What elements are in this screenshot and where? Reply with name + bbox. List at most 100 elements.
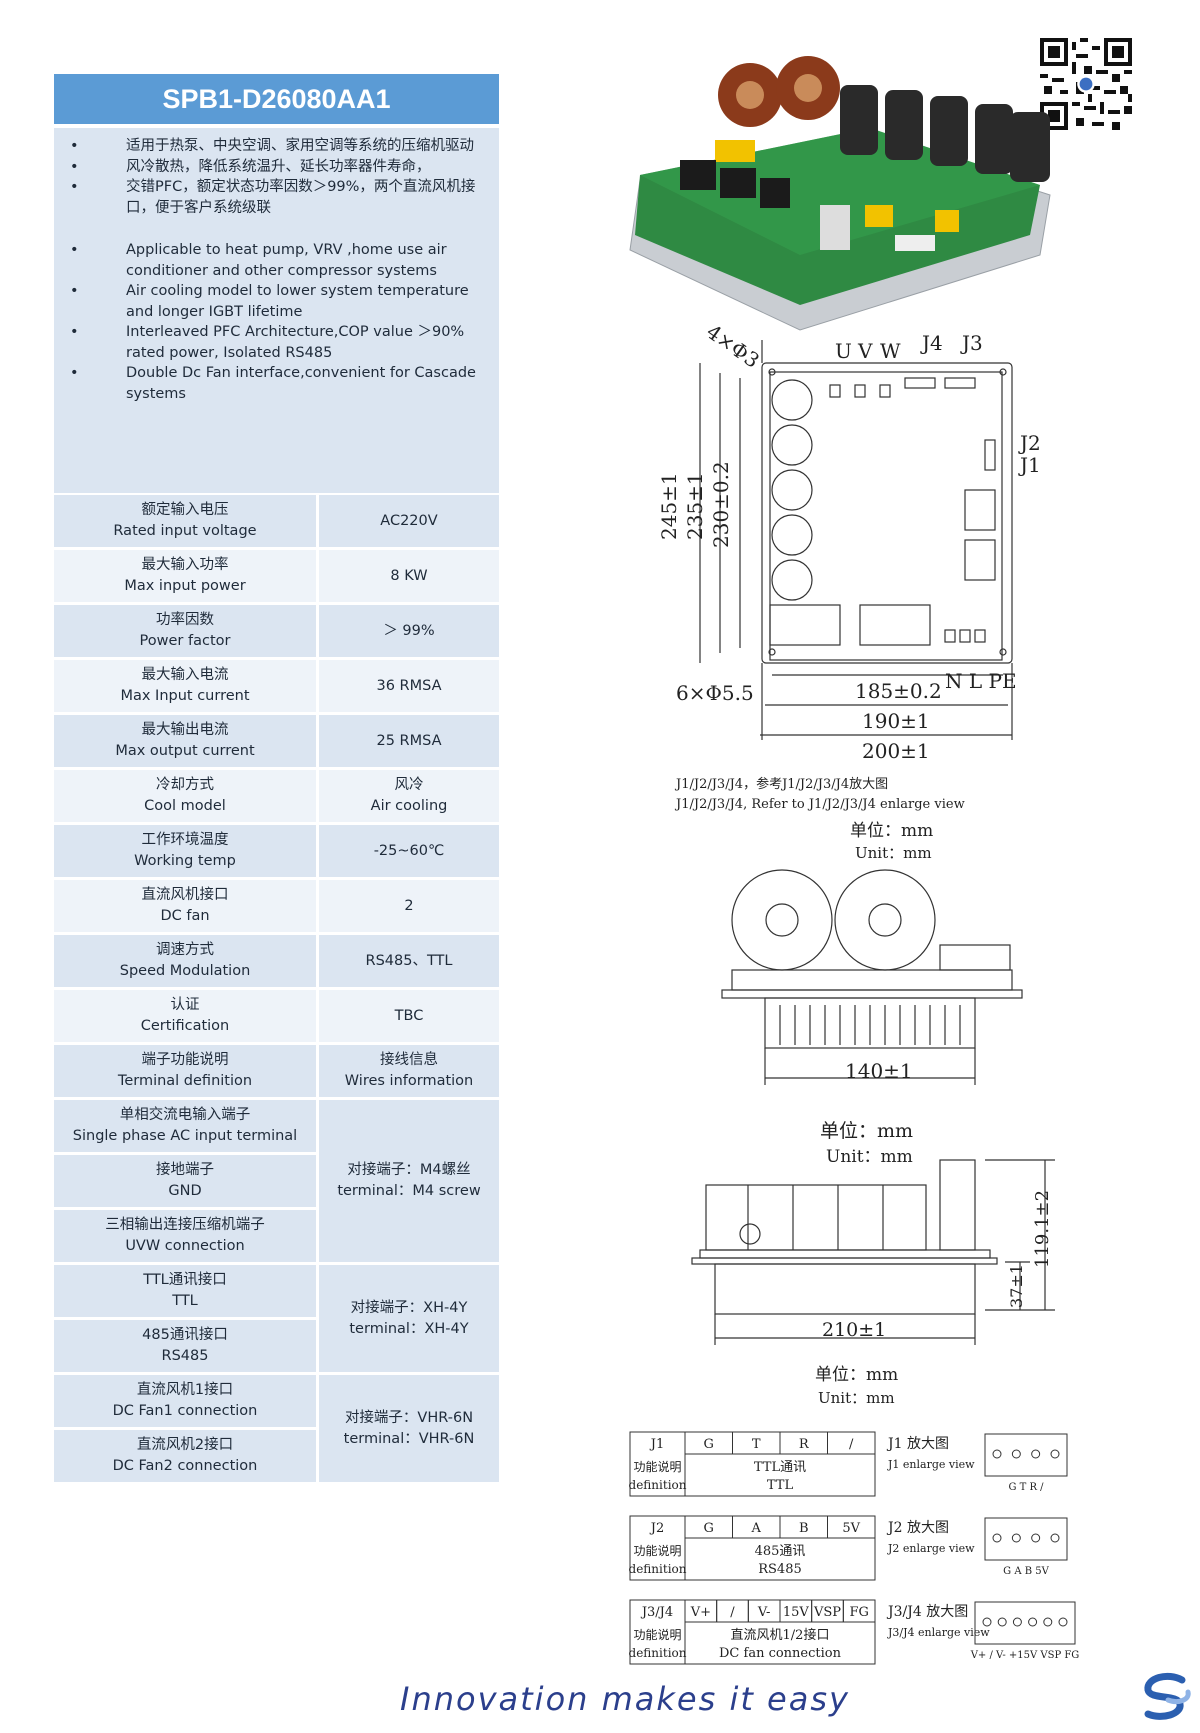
- ref-note-cn: J1/J2/J3/J4，参考J1/J2/J3/J4放大图: [674, 776, 888, 792]
- table-header-cell: VSP: [813, 1605, 841, 1620]
- feature-item: •Interleaved PFC Architecture,COP value …: [70, 324, 465, 361]
- table-header-cell: J3/J4: [640, 1605, 673, 1620]
- spec-column: SPB1-D26080AA1 •适用于热泵、中央空调、家用空调等系统的压缩机驱动…: [54, 74, 499, 1485]
- dim-230: 230±0.2: [709, 461, 733, 548]
- side-view-drawing: [721, 869, 1023, 1085]
- table-row-label: 功能说明: [633, 1543, 681, 1558]
- table-header-cell: T: [752, 1437, 761, 1452]
- spec-value: AC220V: [319, 495, 499, 547]
- front-view-drawing: [691, 1159, 1055, 1345]
- top-view-drawing: [699, 340, 1013, 740]
- table-header-cell: G: [704, 1437, 714, 1452]
- table-row-label: definition: [629, 1562, 687, 1576]
- enlarge-label: J1 放大图: [886, 1436, 949, 1452]
- dim-235: 235±1: [683, 472, 707, 540]
- spec-value: -25~60℃: [319, 825, 499, 877]
- nl-pe-label: N L PE: [945, 669, 1017, 693]
- table-header-cell: J1: [649, 1437, 664, 1452]
- table-value: RS485: [758, 1562, 802, 1577]
- spec-value: 8 KW: [319, 550, 499, 602]
- table-value: TTL通讯: [754, 1460, 806, 1475]
- table-value: 485通讯: [755, 1544, 806, 1559]
- pin-labels: G A B 5V: [1003, 1566, 1049, 1577]
- unit-label-en-2: Unit：mm: [826, 1147, 913, 1167]
- enlarge-label: J3/J4 放大图: [886, 1604, 968, 1620]
- enlarge-label: J2 放大图: [886, 1520, 949, 1536]
- feature-item: •风冷散热，降低系统温升、延长功率器件寿命，: [70, 158, 431, 175]
- uvw-label-w: W: [880, 339, 901, 363]
- spec-value: TBC: [319, 990, 499, 1042]
- dim-245: 245±1: [657, 472, 681, 540]
- enlarge-label: J3/J4 enlarge view: [887, 1626, 990, 1639]
- table-header-cell: V+: [690, 1605, 711, 1620]
- unit-label-cn-2: 单位：mm: [820, 1120, 913, 1142]
- pin-labels: G T R /: [1008, 1482, 1044, 1493]
- feature-item: •适用于热泵、中央空调、家用空调等系统的压缩机驱动: [70, 138, 474, 154]
- unit-label-en-3: Unit：mm: [818, 1389, 895, 1407]
- spec-value: 36 RMSA: [319, 660, 499, 712]
- enlarge-label: J2 enlarge view: [887, 1542, 975, 1555]
- drawing-panel: 4×Φ3 U V W J4 J3 J2 J1 245±1 235±1 230±0…: [629, 56, 1079, 1665]
- uvw-label-v: V: [857, 339, 873, 363]
- front-width-label: 210±1: [822, 1319, 886, 1341]
- dim-190: 190±1: [862, 709, 930, 733]
- table-value: 直流风机1/2接口: [731, 1627, 830, 1643]
- table-header-cell: B: [799, 1521, 809, 1536]
- brand-logo-icon: [1144, 1672, 1191, 1720]
- feature-item: •Air cooling model to lower system tempe…: [70, 283, 469, 320]
- table-header-cell: A: [751, 1521, 762, 1536]
- table-header-cell: /: [730, 1605, 735, 1620]
- table-row-label: definition: [629, 1646, 687, 1660]
- feature-item: •Double Dc Fan interface,convenient for …: [70, 365, 476, 402]
- table-header-cell: G: [704, 1521, 714, 1536]
- mount-label: 6×Φ5.5: [676, 681, 754, 705]
- table-header-cell: FG: [849, 1605, 868, 1620]
- table-header-cell: V-: [757, 1605, 771, 1620]
- j2-label: J2: [1018, 431, 1041, 455]
- spec-value: 2: [319, 880, 499, 932]
- spec-value: ＞ 99%: [319, 605, 499, 657]
- feature-list: •适用于热泵、中央空调、家用空调等系统的压缩机驱动 •风冷散热，降低系统温升、延…: [54, 128, 499, 493]
- front-height2-label: 37±1: [1007, 1264, 1026, 1308]
- j3-label: J3: [960, 331, 983, 355]
- unit-label-cn: 单位：mm: [850, 821, 933, 841]
- table-header-cell: 15V: [783, 1605, 810, 1620]
- unit-label-cn-3: 单位：mm: [815, 1365, 898, 1385]
- feature-item: •Applicable to heat pump, VRV ,home use …: [70, 242, 447, 279]
- table-header-cell: R: [799, 1437, 810, 1452]
- dim-185: 185±0.2: [855, 679, 942, 703]
- qr-code-icon: [1040, 38, 1132, 130]
- slogan: Innovation makes it easy: [400, 1680, 850, 1718]
- enlarge-label: J1 enlarge view: [887, 1458, 975, 1471]
- table-header-cell: 5V: [842, 1521, 860, 1536]
